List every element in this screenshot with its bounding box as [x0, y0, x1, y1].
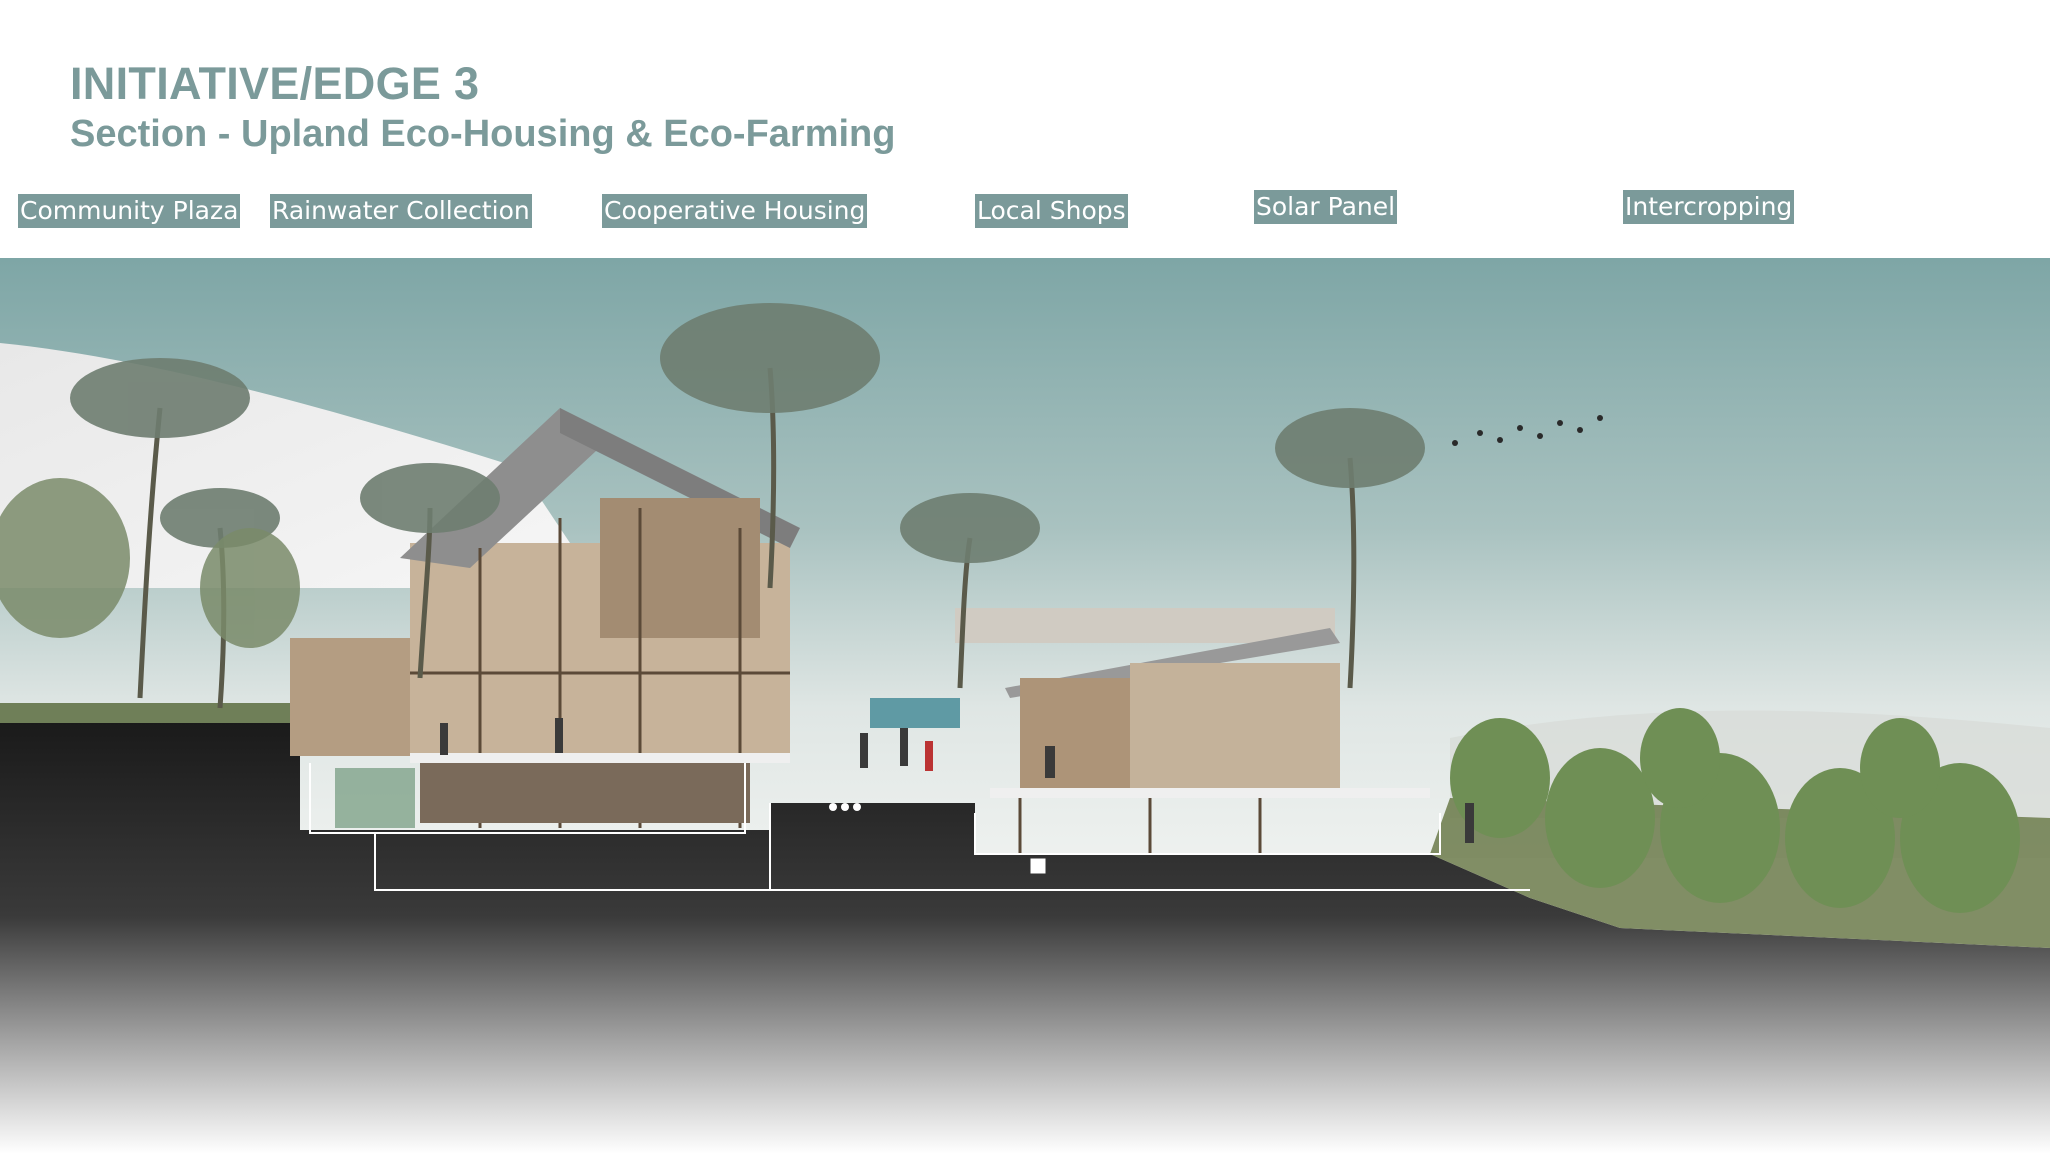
pipe-dots — [829, 803, 861, 811]
plaza-trees — [0, 478, 300, 648]
label-local-shops: Local Shops — [975, 194, 1128, 228]
pool — [870, 698, 960, 728]
ground — [0, 721, 2050, 1154]
foundation-lines — [309, 763, 1530, 891]
page-title: INITIATIVE/EDGE 3 — [70, 58, 480, 109]
label-intercropping: Intercropping — [1623, 190, 1795, 224]
page-subtitle: Section - Upland Eco-Housing & Eco-Farmi… — [70, 113, 896, 155]
plaza-grass — [0, 703, 300, 723]
local-shops-building — [955, 608, 1430, 875]
section-illustration — [0, 258, 2050, 1154]
label-cooperative-housing: Cooperative Housing — [602, 194, 868, 228]
people — [440, 718, 1474, 843]
cooperative-housing-building — [290, 408, 800, 828]
birds — [1452, 415, 1603, 446]
label-solar-panel: Solar Panel — [1254, 190, 1398, 224]
banana-plants — [1450, 708, 2020, 913]
label-community-plaza: Community Plaza — [18, 194, 241, 228]
label-rainwater-collection: Rainwater Collection — [270, 194, 532, 228]
